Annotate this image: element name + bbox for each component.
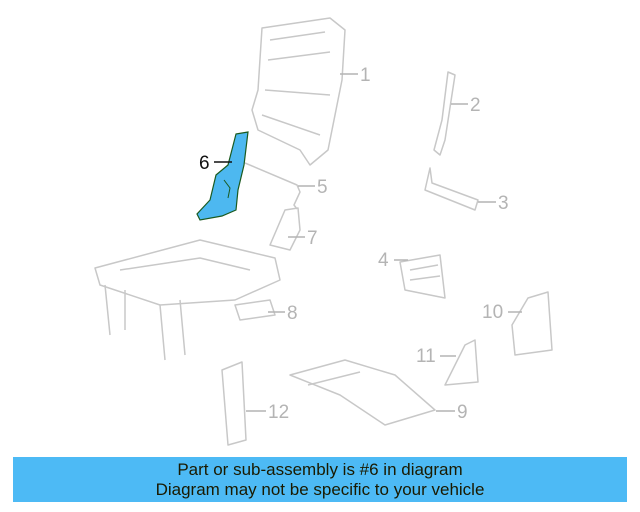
callout-7[interactable]: 7 [307, 228, 318, 249]
part-6-hinge-highlighted[interactable] [196, 131, 249, 221]
part-5-cable[interactable] [244, 162, 301, 210]
callouts: 1 2 3 4 5 6 7 8 9 10 11 12 [199, 65, 522, 423]
part-11-trim[interactable] [444, 339, 479, 386]
callout-6[interactable]: 6 [199, 153, 210, 174]
part-1-seat-back-frame[interactable] [251, 17, 346, 166]
callout-4[interactable]: 4 [378, 250, 389, 271]
part-8-bracket[interactable] [234, 299, 276, 321]
parts-diagram: 1 2 3 4 5 6 7 8 9 10 11 12 [94, 17, 553, 446]
part-7-cover[interactable] [269, 207, 301, 251]
banner-line-disclaimer: Diagram may not be specific to your vehi… [155, 480, 485, 499]
callout-5[interactable]: 5 [317, 177, 328, 198]
part-4-panel[interactable] [399, 254, 446, 299]
part-9-floor-panel[interactable] [289, 359, 436, 426]
callout-12[interactable]: 12 [268, 402, 289, 423]
callout-10[interactable]: 10 [482, 302, 503, 323]
seat-base-frame [94, 239, 281, 361]
callout-9[interactable]: 9 [457, 402, 468, 423]
callout-3[interactable]: 3 [498, 193, 509, 214]
part-12-panel[interactable] [221, 361, 247, 446]
callout-1[interactable]: 1 [360, 65, 371, 86]
banner-line-part: Part or sub-assembly is #6 in diagram [177, 460, 463, 479]
callout-8[interactable]: 8 [287, 303, 298, 324]
part-2-rod[interactable] [433, 71, 456, 156]
info-banner: Part or sub-assembly is #6 in diagram Di… [13, 457, 627, 502]
part-10-trim[interactable] [511, 291, 553, 356]
callout-2[interactable]: 2 [470, 95, 481, 116]
part-3-bracket[interactable] [424, 167, 479, 211]
callout-11[interactable]: 11 [416, 346, 436, 367]
